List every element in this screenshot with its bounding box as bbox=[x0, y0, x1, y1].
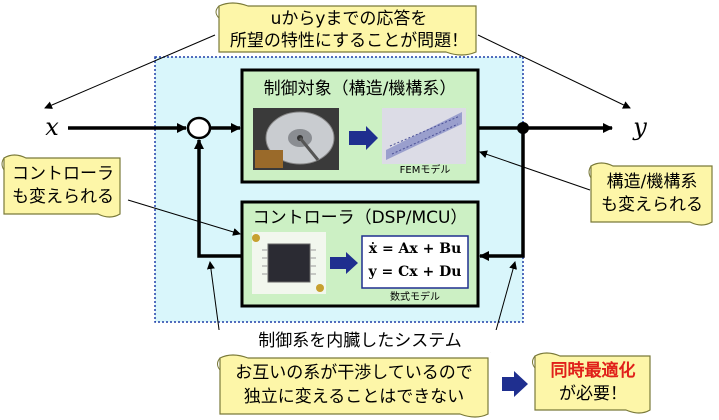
bottom-note-line1: お互いの系が干渉しているので bbox=[235, 363, 473, 383]
microcontroller-image bbox=[252, 232, 326, 294]
left-note-line2: も変えられる bbox=[12, 187, 114, 207]
right-note-line1: 構造/機構系 bbox=[606, 172, 698, 192]
input-signal-label: x bbox=[45, 113, 59, 141]
conclusion-highlight: 同時最適化 bbox=[550, 361, 636, 381]
left-note-scroll bbox=[1, 154, 121, 218]
equation-box bbox=[361, 235, 469, 289]
math-model-caption: 数式モデル bbox=[390, 292, 440, 303]
top-note-line2: 所望の特性にすることが問題！ bbox=[229, 31, 469, 51]
plant-model-arrow bbox=[349, 126, 378, 150]
controller-block-title: コントローラ（DSP/MCU） bbox=[252, 208, 468, 228]
top-note-arrow-left bbox=[44, 34, 216, 109]
state-equation-1: ẋ = Ax + Bu bbox=[368, 241, 462, 257]
fem-model-caption: FEMモデル bbox=[399, 165, 451, 176]
bottom-note-line2: 独立に変えることはできない bbox=[243, 387, 465, 407]
conclusion-note-scroll bbox=[532, 352, 651, 414]
left-note-arrow bbox=[127, 199, 241, 236]
state-equation-2: y = Cx + Du bbox=[368, 264, 462, 280]
bottom-note-scroll bbox=[217, 354, 489, 418]
conclusion-arrow bbox=[502, 371, 528, 397]
top-note-scroll bbox=[215, 2, 477, 56]
plant-block-title: 制御対象（構造/機構系） bbox=[263, 79, 457, 99]
right-note-scroll bbox=[588, 162, 713, 226]
output-signal-label: y bbox=[633, 113, 647, 141]
right-note-arrow bbox=[479, 150, 591, 191]
top-note-line1: uからyまでの応答を bbox=[270, 9, 428, 29]
controller-model-arrow bbox=[330, 252, 358, 274]
feedback-left-line bbox=[194, 139, 242, 258]
fem-model-image bbox=[382, 108, 466, 164]
conclusion-rest: が必要！ bbox=[559, 384, 627, 404]
right-note-line2: も変えられる bbox=[601, 195, 703, 215]
left-note-line1: コントローラ bbox=[12, 164, 114, 184]
hard-disk-image bbox=[253, 108, 339, 170]
top-note-arrow-right bbox=[477, 34, 631, 109]
summing-junction bbox=[186, 116, 212, 140]
feedback-right-line bbox=[479, 128, 525, 261]
system-caption: 制御系を内臓したシステム bbox=[215, 330, 505, 353]
